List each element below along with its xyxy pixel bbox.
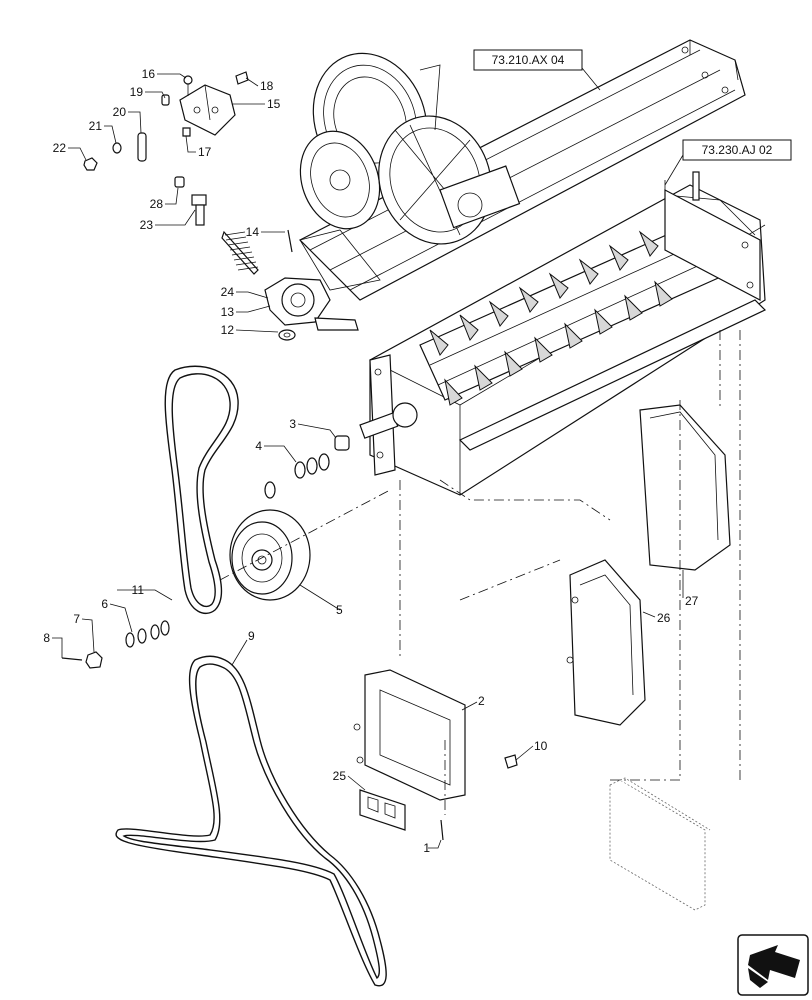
belt-9: [115, 655, 387, 987]
callout-24: 24: [221, 285, 235, 299]
spring: [221, 230, 259, 275]
reference-label: 73.210.AX 04: [492, 53, 565, 67]
callout-16: 16: [142, 67, 156, 81]
chopper-blades: [429, 230, 673, 406]
callout-labels: 1 2 3 4 5 6 7 8 9 10 11 12 13 14 15 16 1…: [43, 67, 698, 855]
callout-27: 27: [685, 594, 699, 608]
callout-3: 3: [289, 417, 296, 431]
reference-label: 73.230.AJ 02: [702, 143, 773, 157]
leader-lines: [52, 73, 684, 849]
reference-box-73-210[interactable]: 73.210.AX 04: [473, 49, 601, 91]
upper-pulley-assembly: [299, 52, 521, 291]
screw-1: [440, 819, 444, 841]
callout-4: 4: [255, 439, 262, 453]
reference-box-73-230[interactable]: 73.230.AJ 02: [664, 139, 792, 186]
callout-15: 15: [267, 97, 281, 111]
callout-17: 17: [198, 145, 212, 159]
belt-11: [164, 365, 239, 615]
assembly-lines: [219, 330, 741, 815]
callout-28: 28: [150, 197, 164, 211]
callout-11: 11: [132, 583, 145, 597]
shield-26: [566, 559, 646, 726]
callout-5: 5: [336, 603, 343, 617]
callout-14: 14: [246, 225, 260, 239]
callout-19: 19: [130, 85, 144, 99]
lower-pulley-assembly: [61, 435, 350, 669]
navigation-arrow-icon[interactable]: [737, 934, 809, 996]
callout-21: 21: [89, 119, 103, 133]
callout-23: 23: [140, 218, 154, 232]
callout-7: 7: [73, 612, 80, 626]
callout-22: 22: [53, 141, 67, 155]
callout-25: 25: [333, 769, 347, 783]
callout-8: 8: [43, 631, 50, 645]
callout-20: 20: [113, 105, 127, 119]
lower-right-cover: [609, 777, 711, 911]
callout-10: 10: [534, 739, 548, 753]
shield-2: [353, 669, 466, 801]
callout-6: 6: [101, 597, 108, 611]
callout-1: 1: [423, 841, 430, 855]
bolt-10: [504, 754, 518, 769]
callout-9: 9: [248, 629, 255, 643]
callout-18: 18: [260, 79, 274, 93]
callout-26: 26: [657, 611, 671, 625]
shield-27: [639, 404, 731, 571]
decal-25: [359, 789, 406, 831]
callout-12: 12: [221, 323, 235, 337]
callout-2: 2: [478, 694, 485, 708]
chopper-rotor-housing: [359, 171, 767, 496]
callout-13: 13: [221, 305, 235, 319]
tensioner-hardware: [83, 71, 359, 341]
